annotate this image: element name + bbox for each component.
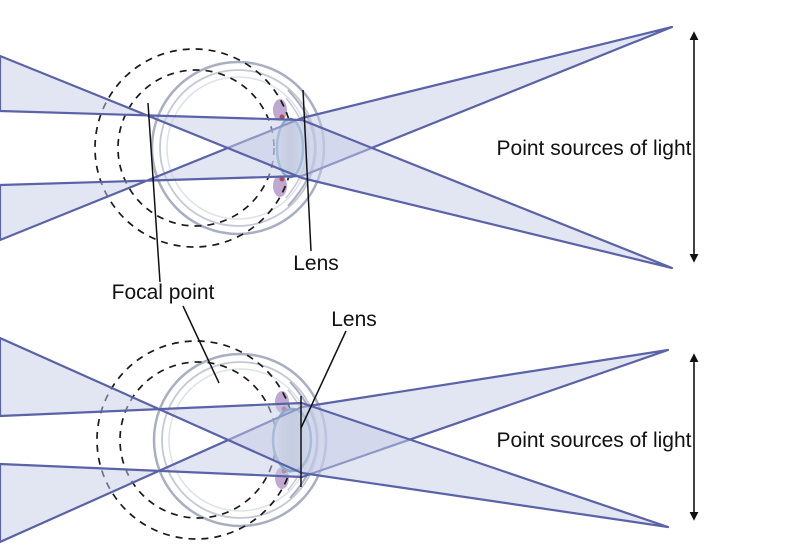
upper-panel: Point sources of light <box>0 25 699 270</box>
focal-point-pointer-line-down <box>182 305 220 384</box>
light-beam-top-source-lower <box>0 54 674 270</box>
lens-pointer-line-top <box>302 89 312 252</box>
point-sources-label-bottom: Point sources of light <box>497 429 692 452</box>
annotations: Lens Focal point Lens <box>112 89 377 487</box>
lens-label-top: Lens <box>293 252 339 275</box>
light-beam-bottom-source-lower <box>0 336 670 529</box>
lower-panel: Point sources of light <box>0 336 699 544</box>
focal-point-pointer-line-up <box>147 102 161 283</box>
point-sources-label-top: Point sources of light <box>497 137 692 160</box>
lens-label-bottom: Lens <box>331 308 377 331</box>
lens-pointer-line-bottom <box>300 330 347 429</box>
focal-point-label: Focal point <box>112 281 215 304</box>
